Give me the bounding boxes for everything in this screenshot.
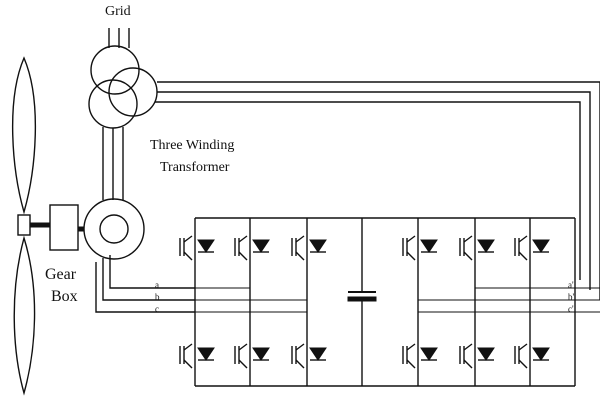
- rotor-feeders: [95, 255, 195, 313]
- capacitor-icon: [347, 291, 377, 302]
- rotor-side-switches-lower: [179, 343, 327, 369]
- grid-lines: [108, 28, 130, 48]
- phase-c-label: c: [155, 304, 159, 314]
- back-to-back-converter: [194, 217, 600, 387]
- turbine-blade-icon: [11, 56, 37, 396]
- phase-a-label: a: [155, 280, 159, 290]
- phase-c-prime-label: c': [568, 304, 574, 314]
- igbt-with-diode-icon: [291, 235, 327, 261]
- igbt-with-diode-icon: [179, 235, 215, 261]
- three-winding-transformer-icon: [88, 45, 158, 129]
- grid-side-switches-upper: [402, 235, 550, 261]
- igbt-with-diode-icon: [514, 235, 550, 261]
- grid-side-feeders: [155, 81, 600, 300]
- phase-b-prime-label: b': [568, 292, 575, 302]
- igbt-with-diode-icon: [234, 343, 270, 369]
- gearbox-label-line1: Gear: [45, 266, 77, 283]
- generator-icon: [83, 198, 145, 260]
- gearbox-label-line2: Box: [51, 288, 78, 305]
- stator-connection: [102, 127, 124, 200]
- igbt-with-diode-icon: [291, 343, 327, 369]
- igbt-with-diode-icon: [402, 343, 438, 369]
- igbt-with-diode-icon: [234, 235, 270, 261]
- igbt-with-diode-icon: [179, 343, 215, 369]
- igbt-with-diode-icon: [402, 235, 438, 261]
- phase-a-prime-label: a': [568, 280, 574, 290]
- igbt-with-diode-icon: [459, 235, 495, 261]
- transformer-label-line2: Transformer: [160, 160, 230, 175]
- phase-b-label: b: [155, 292, 160, 302]
- igbt-with-diode-icon: [514, 343, 550, 369]
- igbt-with-diode-icon: [459, 343, 495, 369]
- grid-side-switches-lower: [402, 343, 550, 369]
- grid-label: Grid: [105, 4, 131, 19]
- rotor-side-switches-upper: [179, 235, 327, 261]
- gear-box: [49, 204, 79, 251]
- transformer-label-line1: Three Winding: [150, 138, 235, 153]
